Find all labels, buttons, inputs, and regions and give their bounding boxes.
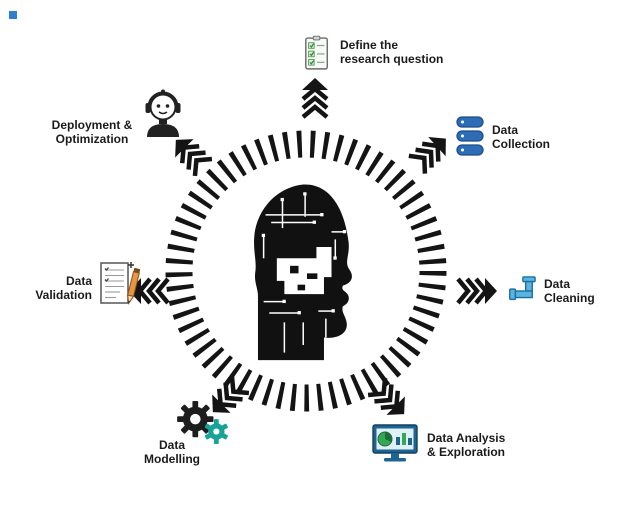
- arrow-cleaning: [456, 277, 497, 305]
- gears-icon: [177, 400, 228, 444]
- node-cleaning: Data Cleaning: [506, 275, 606, 307]
- node-collection: Data Collection: [456, 116, 562, 156]
- node-collection-label: Data Collection: [492, 123, 551, 151]
- node-validation-label: Data Validation: [35, 274, 92, 302]
- node-deployment: Deployment & Optimization: [48, 88, 184, 146]
- node-analysis-label: Data Analysis & Exploration: [427, 431, 506, 459]
- document-pencil-icon: [100, 262, 141, 305]
- robot-head-icon: [145, 89, 181, 137]
- checklist-icon: [305, 35, 328, 70]
- pipe-icon: [509, 276, 536, 301]
- circuit-head-icon: [254, 184, 352, 361]
- arrow-validation: [129, 277, 170, 305]
- arrow-define: [301, 78, 329, 119]
- arrow-deployment: [175, 139, 213, 177]
- corner-mark: [9, 11, 17, 19]
- arrow-modelling: [212, 375, 250, 413]
- node-modelling-label: Data Modelling: [144, 438, 200, 466]
- node-validation: Data Validation: [28, 258, 142, 308]
- arrow-collection: [408, 136, 446, 174]
- node-deployment-label: Deployment & Optimization: [51, 118, 133, 146]
- database-icon: [456, 116, 484, 156]
- monitor-chart-icon: [372, 424, 418, 462]
- node-define-label: Define the research question: [340, 38, 444, 66]
- arrow-analysis: [367, 377, 405, 415]
- node-define: Define the research question: [303, 34, 452, 72]
- node-analysis: Data Analysis & Exploration: [372, 424, 522, 464]
- node-modelling: Data Modelling: [116, 400, 228, 466]
- node-cleaning-label: Data Cleaning: [544, 277, 595, 305]
